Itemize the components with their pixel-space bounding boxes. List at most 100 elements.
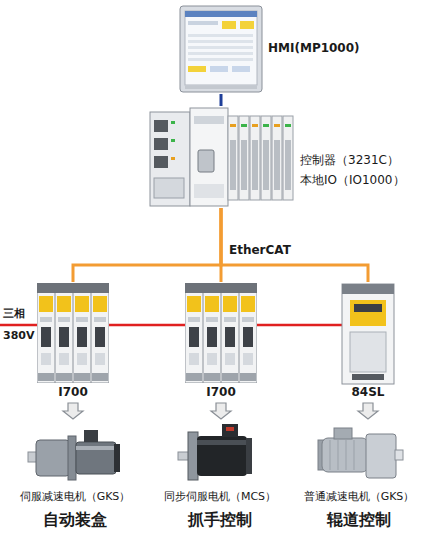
gear-motor-illustration-part bbox=[334, 428, 352, 439]
servo-motor-illustration-part bbox=[197, 440, 247, 445]
servo-motor-illustration-part bbox=[226, 427, 234, 431]
hmi-illustration-part bbox=[210, 66, 228, 72]
node-sublabel: 辊道控制 bbox=[298, 510, 420, 530]
hmi-illustration-part bbox=[222, 21, 236, 29]
i700-illustration-part bbox=[239, 283, 257, 383]
hmi-illustration-part bbox=[232, 66, 250, 72]
gear-motor-illustration-part bbox=[330, 440, 331, 470]
controller-illustration-part bbox=[230, 124, 236, 127]
controller-illustration-part bbox=[171, 157, 175, 160]
controller-node: 控制器（3231C） 本地IO（IO1000） bbox=[148, 106, 416, 208]
hmi-illustration-part bbox=[240, 21, 254, 29]
controller-illustration-part bbox=[283, 116, 293, 200]
motor-node: 伺服减速电机（GKS） 自动装盒 bbox=[10, 420, 142, 536]
i700-illustration-part bbox=[221, 283, 239, 383]
hmi-illustration-part bbox=[188, 52, 253, 55]
gear-motor-illustration-part bbox=[338, 440, 339, 470]
i700-illustration-part bbox=[203, 283, 221, 383]
controller-illustration-part bbox=[285, 124, 291, 127]
controller-illustration-part bbox=[250, 116, 260, 200]
i700-illustration-part bbox=[185, 283, 203, 383]
controller-illustration-part bbox=[194, 116, 224, 124]
controller-illustration-part bbox=[171, 121, 175, 124]
servo-gear-motor-illustration-part bbox=[76, 442, 116, 474]
servo-motor-illustration-part bbox=[197, 436, 247, 476]
controller-illustration-part bbox=[239, 116, 249, 200]
ethercat-line bbox=[221, 208, 368, 282]
flow-arrow bbox=[211, 403, 231, 419]
node-sublabel: 本地IO（IO1000） bbox=[300, 172, 412, 188]
controller-illustration-part bbox=[194, 184, 224, 198]
i700-illustration-part bbox=[37, 283, 55, 383]
controller-illustration-part bbox=[263, 124, 269, 127]
hmi-illustration-part bbox=[188, 46, 253, 49]
hmi-illustration-part bbox=[185, 11, 257, 85]
controller-illustration-part bbox=[190, 108, 228, 206]
hmi-illustration-part bbox=[188, 66, 206, 72]
controller-illustration-part bbox=[252, 140, 258, 190]
gear-motor-illustration-part bbox=[354, 440, 355, 470]
hmi-illustration-part bbox=[185, 86, 257, 89]
servo-motor-illustration-part bbox=[246, 438, 252, 474]
gear-motor-illustration-part bbox=[346, 440, 347, 470]
hmi-illustration-part bbox=[188, 58, 253, 61]
hmi-illustration-part bbox=[188, 21, 218, 25]
inverter-illustration-part bbox=[350, 300, 386, 326]
flow-arrow bbox=[358, 403, 378, 419]
drive-node: I700 bbox=[180, 282, 264, 402]
link-line bbox=[220, 94, 223, 106]
hmi-illustration-part bbox=[180, 6, 262, 92]
gear-motor-illustration-part bbox=[395, 450, 403, 460]
servo-gear-motor-illustration-part bbox=[114, 444, 120, 472]
hmi-illustration-part bbox=[188, 34, 253, 37]
controller-illustration-part bbox=[154, 138, 168, 150]
i700-illustration-part bbox=[73, 283, 91, 383]
controller-illustration-part bbox=[263, 140, 269, 190]
controller-illustration-part bbox=[150, 112, 190, 206]
servo-gear-motor-illustration-part bbox=[76, 446, 116, 450]
inverter-illustration-part bbox=[350, 332, 386, 372]
gear-motor-illustration bbox=[318, 428, 403, 478]
controller-illustration-part bbox=[154, 120, 168, 132]
power-label: 三相 380V bbox=[3, 303, 37, 347]
node-label: I700 bbox=[32, 385, 114, 400]
controller-illustration bbox=[150, 108, 293, 206]
node-label: 控制器（3231C） bbox=[300, 152, 412, 168]
gear-motor-illustration-part bbox=[366, 434, 396, 478]
controller-illustration-part bbox=[274, 124, 280, 127]
drive-node: 84SL bbox=[336, 282, 402, 402]
node-label: 伺服减速电机（GKS） bbox=[10, 490, 140, 504]
servo-motor-illustration bbox=[178, 424, 252, 480]
controller-illustration-part bbox=[154, 156, 168, 168]
node-sublabel: 自动装盒 bbox=[10, 510, 140, 530]
servo-gear-motor-illustration-part bbox=[68, 436, 76, 480]
ethercat-line bbox=[73, 208, 221, 282]
motor-node: 普通减速电机（GKS）辊道控制 bbox=[298, 420, 421, 536]
bus-label: EtherCAT bbox=[229, 242, 301, 258]
i700-illustration bbox=[37, 283, 109, 383]
controller-illustration-part bbox=[272, 116, 282, 200]
servo-gear-motor-illustration-part bbox=[84, 430, 98, 442]
inverter-illustration-part bbox=[342, 284, 394, 294]
hmi-node: HMI(MP1000) bbox=[176, 4, 416, 94]
inverter-illustration bbox=[342, 284, 394, 384]
controller-illustration-part bbox=[241, 124, 247, 127]
gear-motor-illustration-part bbox=[322, 438, 368, 472]
node-label: 84SL bbox=[336, 385, 400, 400]
controller-illustration-part bbox=[261, 116, 271, 200]
inverter-illustration-part bbox=[342, 284, 394, 384]
i700-illustration-part bbox=[91, 283, 109, 383]
i700-illustration bbox=[185, 283, 257, 383]
servo-motor-illustration-part bbox=[188, 432, 198, 480]
controller-illustration-part bbox=[198, 150, 214, 172]
inverter-illustration-part bbox=[354, 304, 382, 312]
i700-illustration-part bbox=[55, 283, 73, 383]
controller-illustration-part bbox=[154, 178, 184, 198]
inverter-illustration-part bbox=[352, 374, 384, 380]
servo-gear-motor-illustration-part bbox=[36, 440, 70, 476]
motor-node: 同步伺服电机（MCS）抓手控制 bbox=[155, 420, 287, 536]
hmi-illustration bbox=[180, 6, 262, 92]
controller-illustration-part bbox=[228, 116, 238, 200]
